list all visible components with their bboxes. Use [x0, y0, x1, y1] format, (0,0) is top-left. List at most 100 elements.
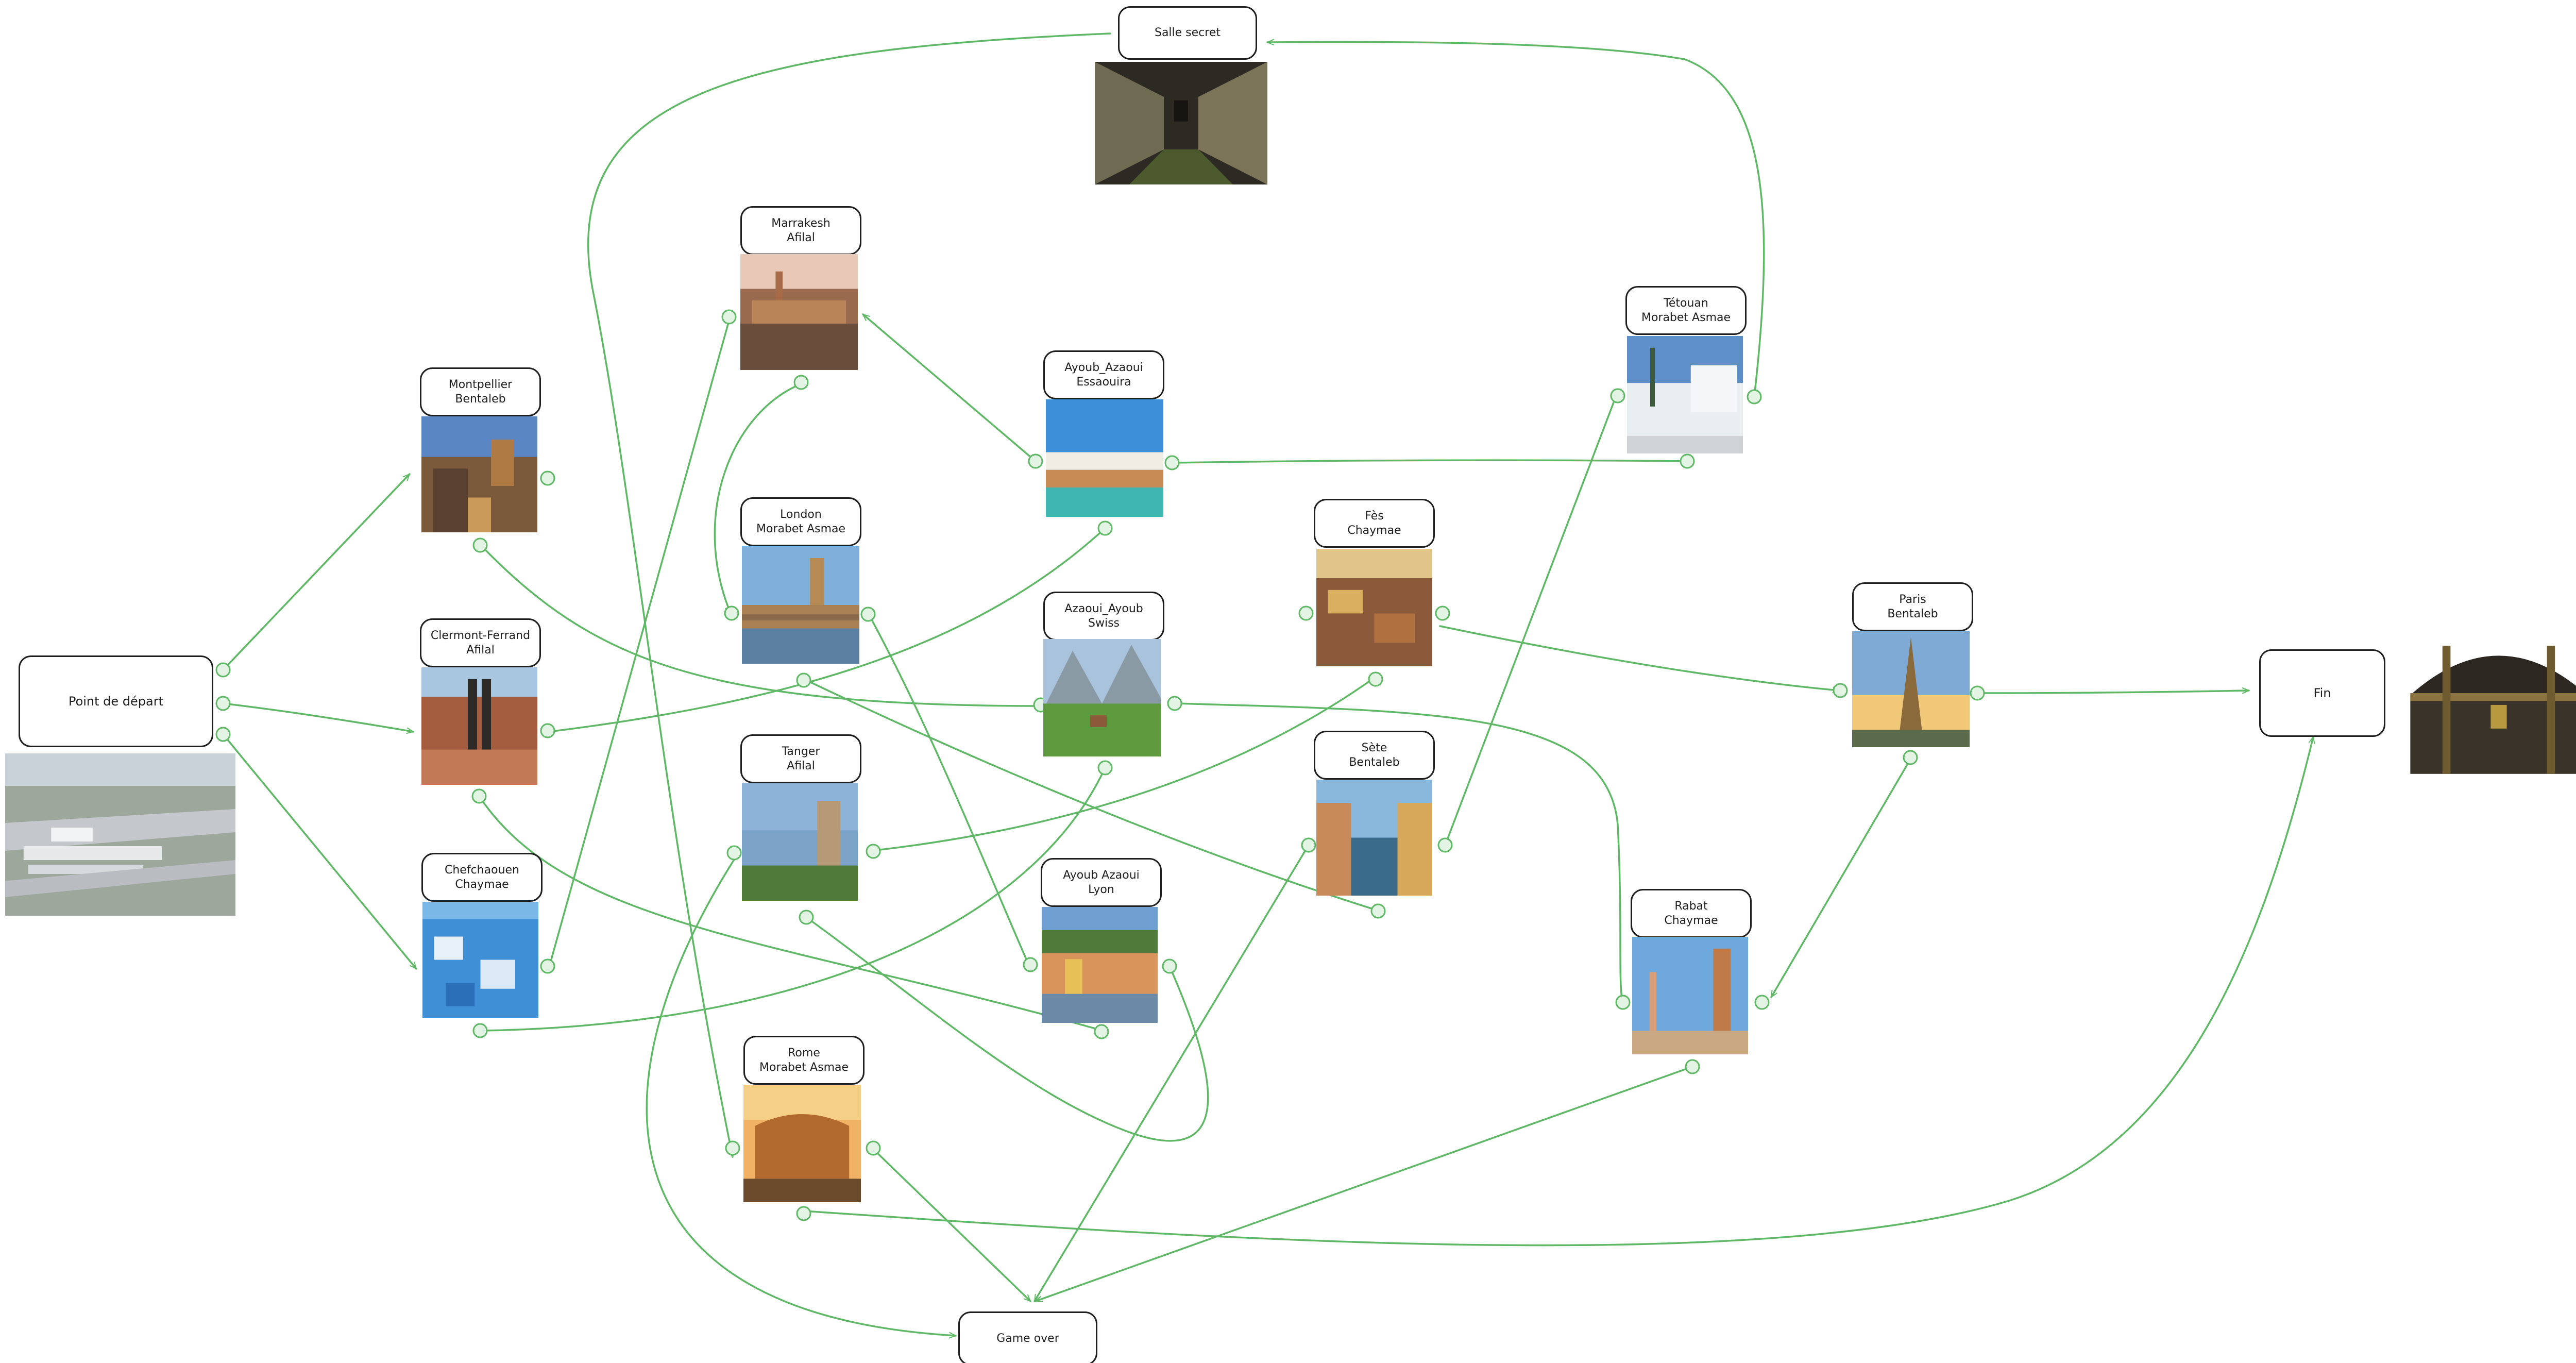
start-label: Point de départ: [68, 694, 164, 709]
connector-point: [866, 844, 881, 859]
tetouan-author: Morabet Asmae: [1641, 311, 1731, 324]
rome-node[interactable]: Rome Morabet Asmae: [743, 1036, 865, 1085]
marrakesh-image: [740, 254, 858, 370]
edge-chefchaouen-marrakesh: [548, 317, 730, 970]
paris-city: Paris: [1899, 593, 1926, 606]
game-over-label: Game over: [996, 1332, 1059, 1345]
edge-paris-rabat: [1770, 756, 1912, 997]
connector-point: [540, 958, 555, 974]
fin-node[interactable]: Fin: [2259, 649, 2385, 737]
tanger-node[interactable]: Tanger Afilal: [740, 734, 861, 783]
edge-tanger-fes: [875, 674, 1378, 851]
montpellier-node[interactable]: Montpellier Bentaleb: [420, 367, 541, 416]
edge-start-clermont: [222, 702, 413, 732]
connector-point: [1435, 605, 1450, 621]
clermont-city: Clermont-Ferrand: [430, 629, 531, 642]
edge-london-sete: [805, 679, 1380, 911]
edge-sete-gameover: [1033, 844, 1310, 1301]
connector-point: [1833, 683, 1848, 698]
connector-point: [1437, 837, 1453, 853]
edge-secret-gameover: [587, 32, 1111, 1157]
fes-image: [1316, 549, 1432, 666]
marrakesh-city: Marrakesh: [771, 217, 831, 230]
marrakesh-node[interactable]: Marrakesh Afilal: [740, 206, 861, 255]
tetouan-node[interactable]: Tétouan Morabet Asmae: [1625, 286, 1747, 335]
chefchaouen-author: Chaymae: [455, 878, 509, 891]
lyon-image: [1042, 907, 1158, 1023]
rabat-city: Rabat: [1674, 900, 1708, 913]
tanger-author: Afilal: [787, 759, 815, 772]
fes-author: Chaymae: [1347, 524, 1401, 537]
edge-tetouan-essaouira: [1171, 460, 1688, 463]
rome-author: Morabet Asmae: [759, 1061, 849, 1074]
rome-image: [743, 1085, 861, 1202]
connector-point: [1903, 750, 1918, 765]
connector-point: [1610, 388, 1625, 403]
rabat-image: [1632, 937, 1748, 1054]
swiss-node[interactable]: Azaoui_Ayoub Swiss: [1043, 592, 1164, 641]
connector-point: [1370, 903, 1386, 919]
tanger-image: [742, 783, 858, 901]
rabat-node[interactable]: Rabat Chaymae: [1631, 889, 1752, 938]
connector-point: [1167, 696, 1182, 711]
edge-lyon-london: [867, 613, 1031, 970]
essaouira-city: Essaouira: [1076, 375, 1131, 389]
montpellier-city: Montpellier: [448, 378, 513, 391]
essaouira-author: Ayoub_Azaoui: [1064, 361, 1143, 374]
fes-city: Fès: [1365, 510, 1384, 523]
sete-node[interactable]: Sète Bentaleb: [1314, 731, 1435, 780]
sete-city: Sète: [1361, 742, 1387, 754]
airport-image: [5, 753, 235, 916]
connector-point: [1164, 455, 1180, 470]
edge-swiss-rabat: [1174, 702, 1623, 1005]
tetouan-city: Tétouan: [1664, 297, 1708, 310]
swiss-city: Swiss: [1088, 616, 1120, 630]
edge-rome-gameover: [872, 1148, 1030, 1302]
essaouira-image: [1046, 399, 1163, 517]
game-over-node[interactable]: Game over: [958, 1311, 1097, 1363]
start-node[interactable]: Point de départ: [19, 655, 213, 747]
lyon-city: Lyon: [1088, 883, 1114, 896]
connector-point: [725, 1140, 740, 1156]
edge-marrakesh-london: [714, 383, 802, 613]
swiss-image: [1043, 639, 1161, 756]
connector-point: [472, 537, 488, 553]
connector-point: [793, 375, 809, 390]
connector-point: [1747, 389, 1762, 405]
connector-point: [799, 910, 814, 925]
connector-point: [1615, 995, 1631, 1010]
swiss-author: Azaoui_Ayoub: [1064, 602, 1143, 615]
secret-room-label: Salle secret: [1154, 26, 1221, 40]
paris-author: Bentaleb: [1887, 607, 1938, 620]
connector-point: [796, 672, 811, 688]
treasure-chest-image: [2398, 626, 2576, 794]
connector-point: [1754, 995, 1770, 1010]
london-city: London: [780, 508, 822, 521]
edge-sete-tetouan: [1444, 392, 1619, 846]
london-node[interactable]: London Morabet Asmae: [740, 497, 861, 546]
lyon-node[interactable]: Ayoub Azaoui Lyon: [1041, 858, 1162, 907]
fes-node[interactable]: Fès Chaymae: [1314, 499, 1435, 548]
edge-essaouira-marrakesh: [863, 313, 1037, 462]
connector-point: [724, 605, 739, 621]
clermont-node[interactable]: Clermont-Ferrand Afilal: [420, 618, 541, 667]
edge-clermont-essaouira: [548, 527, 1105, 733]
edge-rome-fin: [803, 737, 2313, 1247]
edge-start-chefchaouen: [222, 733, 417, 969]
essaouira-node[interactable]: Ayoub_Azaoui Essaouira: [1043, 350, 1164, 399]
chefchaouen-node[interactable]: Chefchaouen Chaymae: [421, 853, 543, 902]
connector-point: [540, 723, 555, 738]
connector-point: [1094, 1024, 1109, 1039]
edge-tetouan-secret: [1266, 42, 1765, 398]
connector-point: [215, 696, 231, 711]
lyon-author: Ayoub Azaoui: [1063, 869, 1140, 882]
edge-start-montpellier: [222, 474, 411, 671]
connector-point: [215, 727, 231, 742]
connector-point: [1162, 958, 1177, 974]
connector-point: [471, 788, 487, 804]
connector-point: [796, 1206, 811, 1221]
secret-room-node[interactable]: Salle secret: [1118, 6, 1257, 60]
connector-point: [1680, 453, 1695, 469]
paris-node[interactable]: Paris Bentaleb: [1852, 582, 1973, 631]
